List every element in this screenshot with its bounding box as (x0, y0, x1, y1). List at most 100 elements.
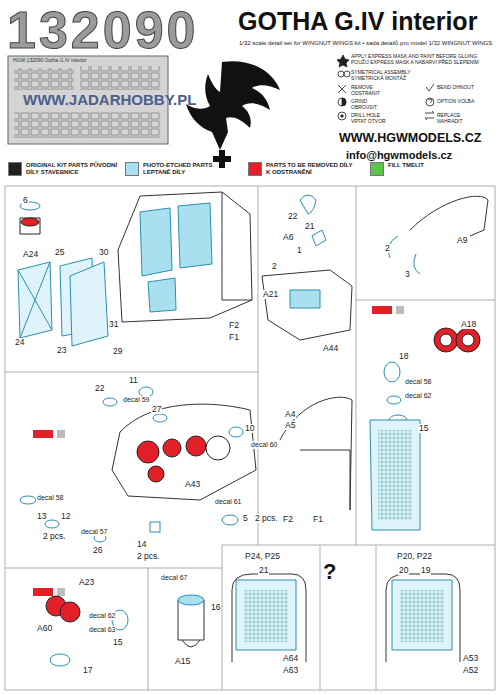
decal-callout: decal 63 (88, 626, 116, 634)
decal-callout: decal 62 (404, 392, 432, 400)
legend-text: GRIND OBROUSIT (351, 99, 391, 110)
title: GOTHA G.IV interior (238, 8, 477, 36)
callout-number: F1 (312, 515, 324, 524)
callout-number: 15 (418, 424, 429, 433)
legend-text: ORIGINAL KIT PARTS PŮVODNÍ DÍLY STAVEBNI… (26, 162, 121, 175)
callout-number: 22 (287, 212, 298, 221)
part-number: 132090 (6, 2, 200, 59)
seat-parts (262, 195, 352, 340)
eagle-logo (186, 61, 280, 168)
legend-text: PARTS TO BE REMOVED DÍLY K ODSTRANĚNÍ (266, 162, 356, 175)
decal-callout: decal 58 (404, 378, 432, 386)
callout-number: 17 (82, 666, 93, 675)
decal-callout: decal 62 (88, 612, 116, 620)
window-frame (280, 397, 420, 530)
callout-number: 16 (210, 603, 221, 612)
decal-callout: decal 67 (160, 574, 188, 582)
callout-number: 24 (14, 338, 25, 347)
callout-number: 30 (98, 248, 109, 257)
legend-text: REMOVE ODSTRANIT (351, 85, 391, 96)
fret-label: HGW 132090 Gotha G.IV interior (12, 58, 87, 64)
callout-number: A23 (78, 578, 95, 587)
callout-number: A53 (462, 654, 479, 663)
legend-swatch (248, 162, 262, 176)
callout-number: A4 (284, 410, 296, 419)
panel-frame (5, 186, 495, 690)
callout-number: 14 (136, 540, 147, 549)
callout-number: 12 (60, 512, 71, 521)
callout-number: F1 (228, 333, 240, 342)
decal-callout: decal 59 (122, 396, 150, 404)
watermark: WWW.JADARHOBBY.PL (22, 92, 197, 109)
callout-number: 21 (304, 222, 315, 231)
legend-text: PHOTO-ETCHED PARTS LEPTANÉ DÍLY (143, 162, 233, 175)
legend-text: DRILL HOLE VRTAT OTVOR (351, 113, 391, 124)
a23-part (46, 596, 128, 666)
a9-part (388, 196, 488, 274)
decal-callout: decal 58 (36, 494, 64, 502)
decal-callout: decal 57 (80, 528, 108, 536)
callout-number: P24, P25 (244, 552, 281, 561)
callout-number: 6 (22, 196, 29, 205)
callout-number: 18 (398, 352, 409, 361)
callout-number: 13 (36, 512, 47, 521)
a15-part (178, 595, 204, 647)
callout-number: 5 (242, 514, 249, 523)
legend-text: FILL TMELIT (388, 162, 468, 169)
callout-number: 26 (92, 546, 103, 555)
callout-number: 29 (112, 347, 123, 356)
legend-text: APPLY EXPRESS MASK AND PAINT BEFORE GLUI… (351, 54, 491, 65)
callout-number: 22 (94, 384, 105, 393)
callout-number: 2 pcs. (42, 532, 67, 541)
callout-number: A5 (284, 421, 296, 430)
callout-number: 23 (56, 346, 67, 355)
callout-number: A15 (174, 657, 191, 666)
legend-swatch (8, 162, 22, 176)
a18-part (384, 328, 480, 425)
question-mark: ? (322, 560, 337, 584)
callout-number: F2 (228, 321, 240, 330)
window-parts (232, 574, 460, 662)
callout-number: A60 (36, 624, 53, 633)
callout-number: A52 (462, 666, 479, 675)
callout-number: A64 (282, 654, 299, 663)
callout-number: 2 pcs. (136, 552, 161, 561)
callout-number: 31 (108, 320, 119, 329)
callout-number: A9 (456, 236, 468, 245)
callout-number: 20 (398, 566, 409, 575)
callout-number: A43 (184, 480, 201, 489)
decal-callout: decal 60 (250, 441, 278, 449)
callout-number: A63 (282, 666, 299, 675)
legend-swatch (125, 162, 139, 176)
callout-number: A6 (282, 233, 294, 242)
callout-number: A24 (22, 250, 39, 259)
callout-number: 21 (258, 566, 269, 575)
legend-text: REPLACE NAHRADIT (437, 113, 487, 124)
instrument-panel (20, 387, 256, 542)
callout-number: 27 (151, 405, 162, 414)
legend-text: SYMETRICAL ASSEMBLY SYMETRICKÁ MONTÁŽ (351, 70, 411, 81)
legend-text: OPTION VOLBA (437, 99, 487, 105)
decal-callout: decal 61 (214, 498, 242, 506)
legend-icons (337, 55, 434, 120)
callout-number: 19 (420, 566, 431, 575)
callout-number: 3 (404, 270, 411, 279)
callout-number: F2 (282, 515, 294, 524)
legend-text: BEND OHNOUT (437, 85, 487, 91)
callout-number: A21 (262, 290, 279, 299)
callout-number: 25 (54, 248, 65, 257)
pe-parts (18, 202, 108, 346)
email: info@hgwmodels.cz (345, 149, 453, 161)
callout-number: 2 (384, 244, 391, 253)
website: WWW.HGWMODELS.CZ (338, 132, 482, 146)
legend-swatch (370, 162, 384, 176)
callout-number: 10 (244, 424, 255, 433)
callout-number: 15 (112, 638, 123, 647)
callout-number: A44 (322, 344, 339, 353)
callout-number: 1 (296, 246, 303, 255)
subtitle: 1/32 scale detail set for WINGNUT WINGS … (238, 40, 493, 47)
callout-number: 11 (128, 376, 139, 385)
fuselage (118, 192, 252, 322)
callout-number: 2 (271, 262, 278, 271)
callout-number: P20, P22 (396, 552, 433, 561)
